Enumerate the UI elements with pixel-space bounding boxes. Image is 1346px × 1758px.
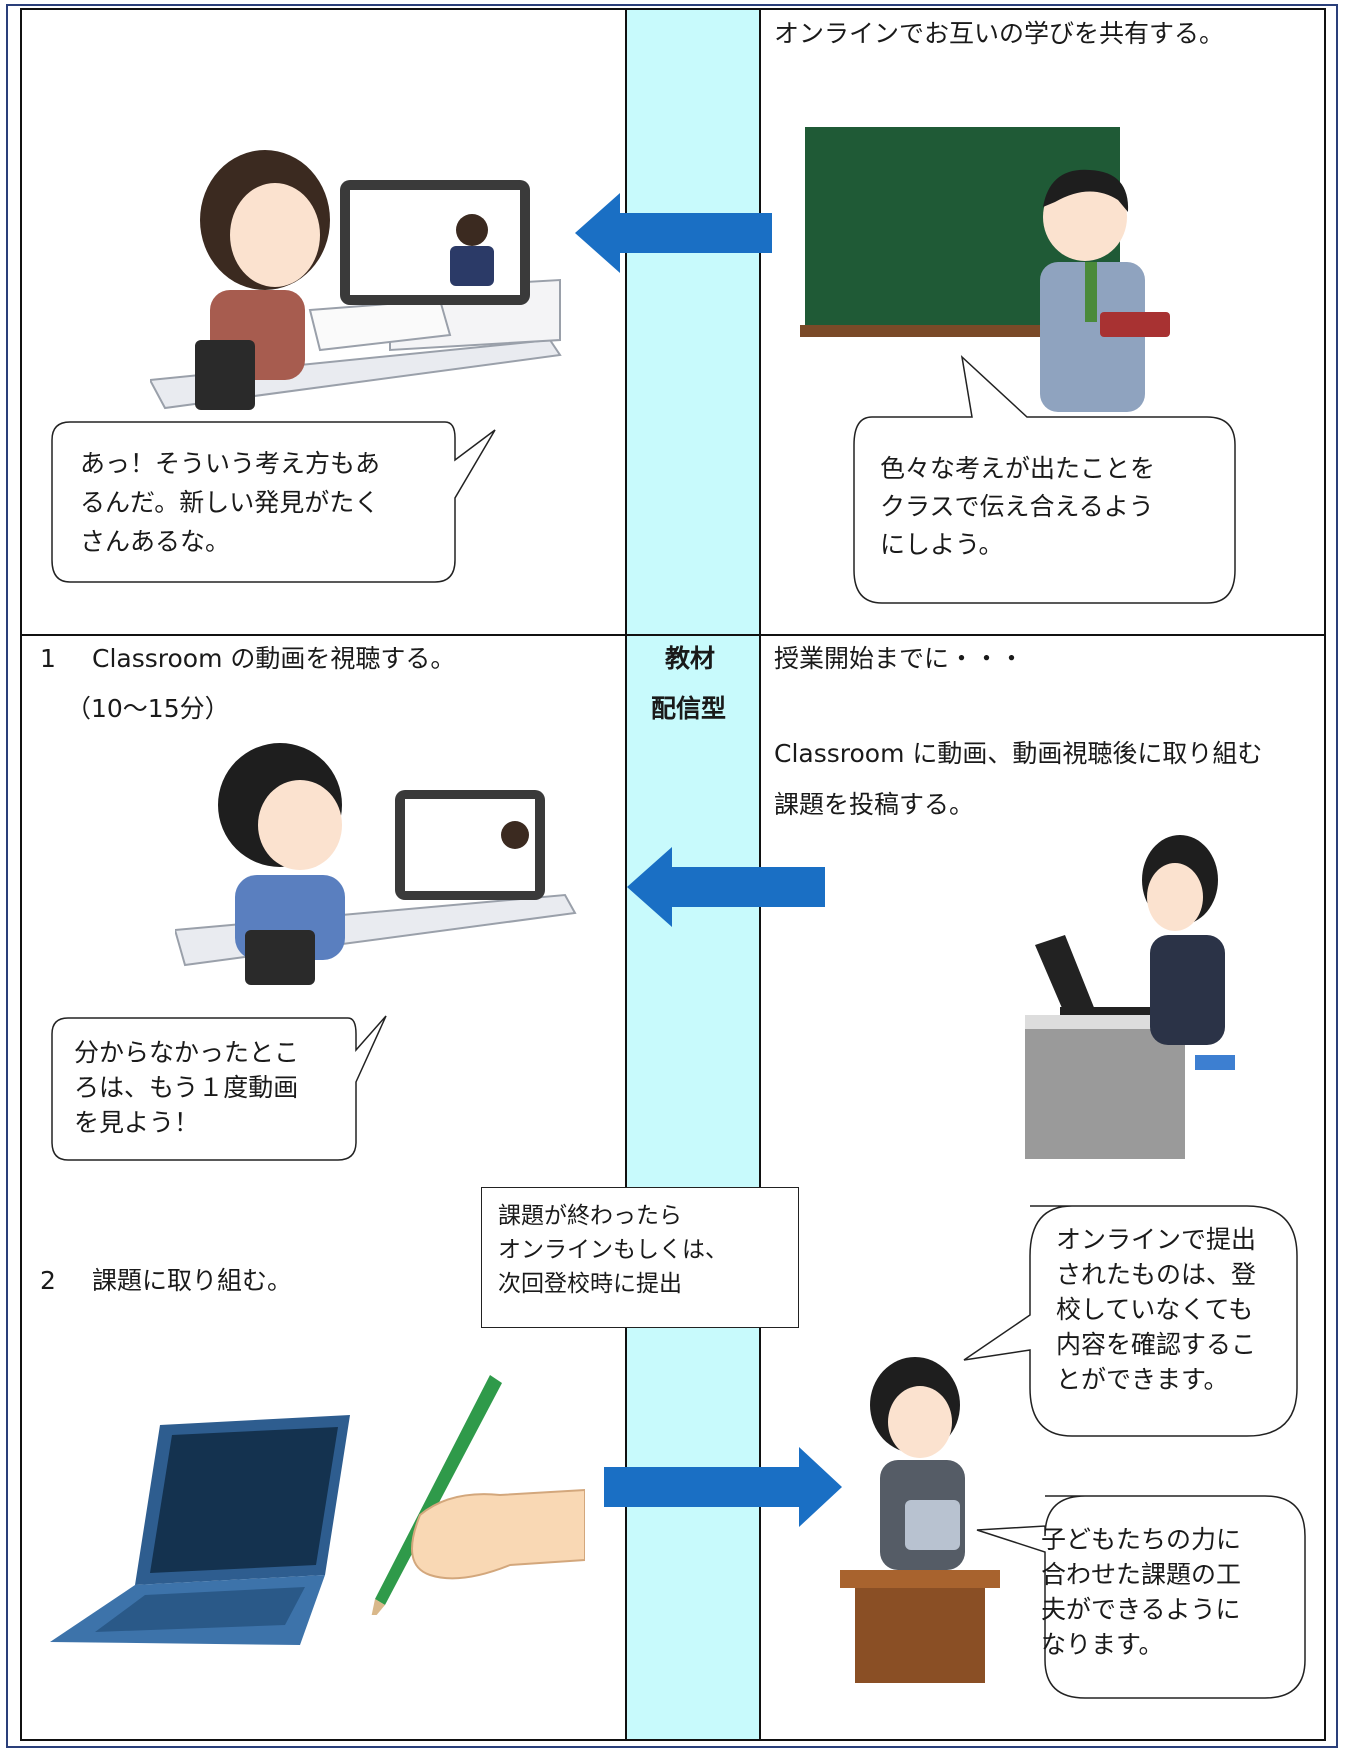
boy [218,743,345,985]
step1-text: Classroom の動画を視聴する。 [92,644,456,673]
tablet [395,790,545,900]
note-line: 課題が終わったら [498,1203,682,1229]
bubble-line: クラスで伝え合えるよう [880,492,1154,521]
page-frame [6,4,1338,1748]
bubble-line: るんだ。新しい発見がたく [80,488,380,517]
teacher-speech-bubble-2: 子どもたちの力に 合わせた課題の工 夫ができるように なります。 [975,1490,1315,1702]
teacher [1142,835,1235,1070]
bubble-line: 合わせた課題の工 [1041,1560,1242,1589]
tablet [340,180,530,305]
bottom-right-line3: 課題を投稿する。 [774,790,975,819]
step1-time: （10～15分） [66,694,230,723]
bubble-line: 子どもたちの力に [1041,1525,1242,1554]
middle-label-line1: 教材 [665,644,716,673]
step1-number: 1 [40,644,56,673]
laptop-illustration [50,1415,350,1645]
note-line: 次回登校時に提出 [498,1271,682,1297]
bubble-line: あっ！そういう考え方もあ [80,449,381,478]
hand-pencil-illustration [371,1375,585,1615]
middle-label-line2: 配信型 [651,694,727,723]
teacher-tablet-podium-illustration [840,1357,1000,1683]
bubble-line: にしよう。 [880,530,1004,559]
teacher [1040,169,1170,412]
bubble-line: ろは、もう１度動画 [74,1073,299,1102]
top-right-heading: オンラインでお互いの学びを共有する。 [774,19,1225,48]
bottom-right-line2: Classroom に動画、動画視聴後に取り組む [774,739,1263,768]
podium [840,1570,1000,1683]
teacher [870,1357,965,1570]
student-speech-bubble-top: あっ！そういう考え方もあ るんだ。新しい発見がたく さんあるな。 [50,410,496,585]
submission-note-box: 課題が終わったら オンラインもしくは、 次回登校時に提出 [481,1187,799,1328]
arrow-left-middle [627,847,825,927]
desk [1025,1015,1185,1159]
girl [195,150,330,410]
bubble-line: を見よう！ [74,1108,200,1137]
bubble-line: 夫ができるように [1041,1595,1241,1624]
teacher-blackboard-illustration [800,127,1170,412]
bubble-line: 内容を確認するこ [1056,1330,1257,1359]
teacher-speech-bubble-1: オンラインで提出 されたものは、登 校していなくても 内容を確認するこ とができ… [962,1200,1302,1440]
note-line: オンラインもしくは、 [498,1237,728,1263]
bubble-line: オンラインで提出 [1056,1225,1257,1254]
arrow-left-top [575,193,772,273]
teacher-speech-bubble-top: 色々な考えが出たことを クラスで伝え合えるよう にしよう。 [852,354,1237,605]
bubble-line: なります。 [1041,1630,1164,1659]
bubble-line: とができます。 [1056,1365,1229,1394]
bubble-line: 色々な考えが出たことを [880,454,1156,483]
cell-top-middle [625,8,761,636]
laptop [1035,935,1160,1015]
student-girl-tablet-illustration [150,150,562,410]
step2-number: 2 [40,1266,56,1295]
bottom-right-line1: 授業開始までに・・・ [774,644,1025,673]
teacher-laptop-desk-illustration [1025,835,1235,1159]
step2-text: 課題に取り組む。 [92,1266,293,1295]
bubble-line: されたものは、登 [1056,1260,1257,1289]
student-speech-bubble-bottom: 分からなかったとこ ろは、もう１度動画 を見よう！ [50,1010,390,1162]
bubble-line: 分からなかったとこ [74,1038,300,1067]
student-boy-tablet-illustration [175,743,577,985]
bubble-line: 校していなくても [1056,1295,1254,1324]
arrow-right-bottom [604,1447,842,1527]
bubble-line: さんあるな。 [80,527,231,556]
